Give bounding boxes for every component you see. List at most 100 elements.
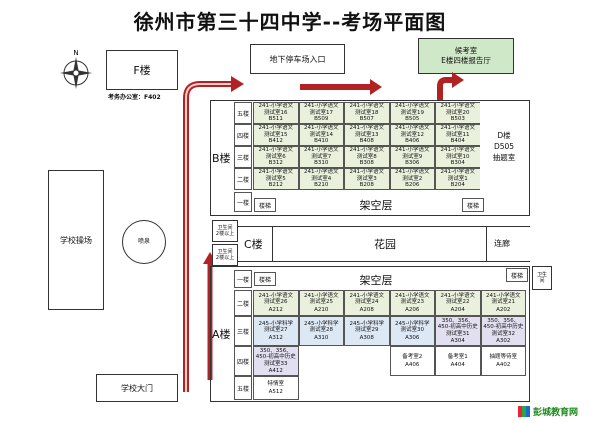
a-room-l2: 测试室28 [309, 327, 334, 334]
a-room-l2: 测试室21 [491, 299, 516, 306]
b-room-l2: 测试室13 [355, 131, 379, 138]
b-room-l1: 241-小学语文 [349, 147, 384, 154]
fountain-label: 喷泉 [137, 238, 150, 245]
a-room-l3: A402 [496, 361, 511, 368]
b-room-l1: 241-小学语文 [395, 103, 430, 110]
b-room-l1: 241-小学语文 [304, 169, 339, 176]
exam-office-label: 考务办公室：F402 [108, 94, 161, 101]
d-building-room: D505 [493, 141, 515, 151]
b-room-l2: 测试室14 [309, 131, 334, 138]
a-room-l3: A312 [268, 334, 283, 341]
b-room-l2: 测试室18 [355, 109, 379, 116]
a-room-l2: 测试室22 [446, 299, 470, 306]
b-room-l1: 241-小学语文 [395, 169, 430, 176]
toilet-left-2-title: 卫生间 [217, 249, 233, 255]
b-room-l3: B511 [268, 116, 283, 123]
a-room-l3: A202 [496, 306, 511, 313]
b-room-l2: 测试室16 [264, 109, 288, 116]
b-room-l2: 测试室1 [447, 175, 468, 182]
d-building: D楼 D505 抽题室 [480, 102, 528, 190]
b-room-l1: 241-小学语文 [440, 125, 475, 132]
garden-label: 花园 [374, 238, 396, 251]
b-room-l2: 测试室9 [402, 153, 423, 160]
a-room-l1: 抽题等待室 [489, 354, 517, 360]
playground-label: 学校操场 [60, 235, 92, 245]
b-room-l1: 241-小学语文 [258, 103, 293, 110]
a-room-l1: 备考室1 [447, 354, 468, 360]
b-room-l3: B507 [359, 116, 374, 123]
toilet-right-line2: 间 [539, 278, 545, 284]
b-room-l2: 测试室6 [265, 153, 286, 160]
school-playground: 学校操场 [48, 170, 104, 310]
a-room-l2: 测试室31 [446, 330, 470, 337]
waiting-room: 候考室 E楼四楼报告厅 [418, 38, 514, 74]
a-room-l1: 245-小学科学 [349, 320, 384, 327]
b-room-l2: 测试室17 [309, 109, 334, 116]
a-room-l2: 测试室29 [355, 327, 379, 334]
fountain: 喷泉 [122, 220, 166, 264]
b-room-l3: B206 [405, 182, 420, 189]
c-building-label: C楼 [244, 238, 263, 251]
a-room-l1: 241-小学语文 [349, 292, 384, 299]
a-room-l3: A204 [450, 306, 465, 313]
a-room-l2: 测试室25 [309, 299, 334, 306]
compass: N [56, 48, 96, 92]
corridor-label: 连廊 [494, 239, 510, 248]
toilet-left-2: 卫生间 2楼以上 [212, 244, 238, 266]
b-room-l2: 测试室8 [356, 153, 377, 160]
b-room-l3: B304 [450, 160, 465, 167]
b-room-l2: 测试室20 [446, 109, 470, 116]
b-room-l1: 241-小学语文 [258, 125, 293, 132]
b-floor-4: 四楼 [234, 124, 252, 146]
a-room-l2: 测试室26 [264, 299, 288, 306]
a-room-l3: A412 [268, 368, 283, 374]
compass-label: N [73, 49, 78, 57]
a-room-l1: 245-小学科学 [258, 320, 293, 327]
a-room-l2: 测试室24 [355, 299, 379, 306]
f-building-label: F楼 [133, 64, 151, 77]
a-room-l1: 350、356、450-初高中历史 [483, 317, 524, 331]
b-room-l3: B208 [359, 182, 374, 189]
parking-label: 地下停车场入口 [269, 54, 326, 64]
a-room-l2: 测试室30 [400, 327, 425, 334]
a-room-l3: A210 [314, 306, 329, 313]
d-building-label: D楼 [497, 130, 511, 140]
b-room-l1: 241-小学语文 [349, 103, 384, 110]
b-room-l1: 241-小学语文 [304, 103, 339, 110]
a-room-l3: A212 [268, 306, 283, 313]
school-gate: 学校大门 [96, 374, 178, 402]
b-room-l3: B204 [450, 182, 465, 189]
b-room-l3: B410 [314, 138, 329, 145]
b-floor-2: 二楼 [234, 168, 252, 190]
b-room-l2: 测试室11 [446, 131, 470, 138]
b-room-l3: B412 [268, 138, 283, 145]
b-stairs-right: 楼梯 [462, 198, 484, 212]
a-room-l3: A404 [450, 361, 465, 368]
a-room-l2: 测试室32 [491, 330, 516, 337]
toilet-right: 卫生 间 [532, 266, 552, 290]
a-room-l1: 特情室 [267, 381, 284, 387]
b-room-l2: 测试室12 [400, 131, 425, 138]
c-divider-left [272, 226, 273, 262]
f-building: F楼 [106, 50, 178, 90]
a-room-l1: 241-小学语文 [258, 292, 293, 299]
a-room-l1: 备考室2 [402, 354, 423, 360]
